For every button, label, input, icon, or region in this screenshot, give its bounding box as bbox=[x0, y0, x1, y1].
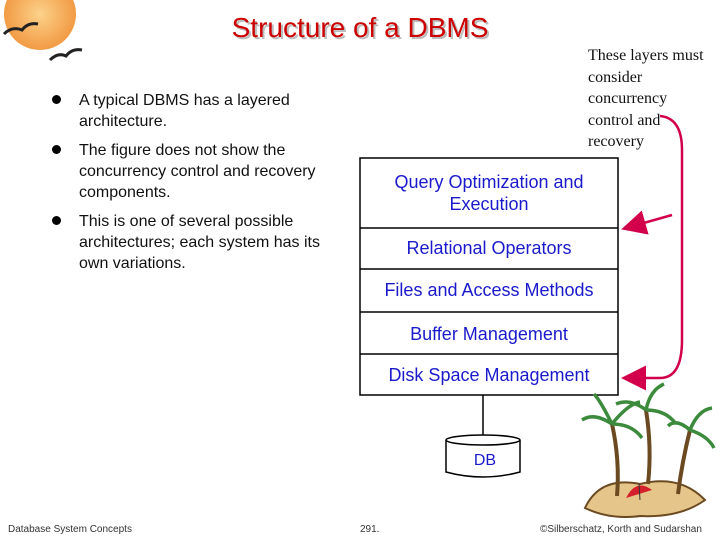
layer-buffer-management: Buffer Management bbox=[410, 324, 568, 344]
footer-page-number: 291. bbox=[360, 524, 380, 535]
bullet-text: A typical DBMS has a layered architectur… bbox=[79, 92, 290, 130]
concurrency-bracket-arrow bbox=[621, 114, 684, 391]
bullet-list: A typical DBMS has a layered architectur… bbox=[52, 90, 352, 282]
palm-island-clipart-icon bbox=[581, 382, 716, 518]
db-label: DB bbox=[473, 452, 497, 469]
bullet-item: This is one of several possible architec… bbox=[52, 211, 352, 274]
bullet-dot-icon bbox=[52, 216, 61, 225]
bullet-dot-icon bbox=[52, 145, 61, 154]
layer-relational-operators: Relational Operators bbox=[406, 238, 572, 258]
layer-files-access-methods: Files and Access Methods bbox=[384, 279, 594, 300]
bullet-item: A typical DBMS has a layered architectur… bbox=[52, 90, 352, 132]
sunset-clipart-icon bbox=[2, 0, 83, 62]
bullet-dot-icon bbox=[52, 95, 61, 104]
bullet-text: This is one of several possible architec… bbox=[79, 213, 320, 272]
layer-disk-space-management: Disk Space Management bbox=[388, 365, 590, 385]
footer-copyright: ©Silberschatz, Korth and Sudarshan bbox=[540, 524, 702, 535]
slide-title: Structure of a DBMS bbox=[231, 12, 489, 43]
bullet-text: The figure does not show the concurrency… bbox=[79, 142, 316, 201]
concurrency-note: These layers must consider concurrency c… bbox=[588, 47, 704, 150]
layer-query-optimization: Query Optimization and Execution bbox=[394, 171, 584, 214]
footer-course: Database System Concepts bbox=[8, 524, 132, 535]
database-cylinder-icon bbox=[445, 434, 521, 478]
bullet-item: The figure does not show the concurrency… bbox=[52, 140, 352, 203]
layer-stack-frame bbox=[359, 157, 619, 396]
